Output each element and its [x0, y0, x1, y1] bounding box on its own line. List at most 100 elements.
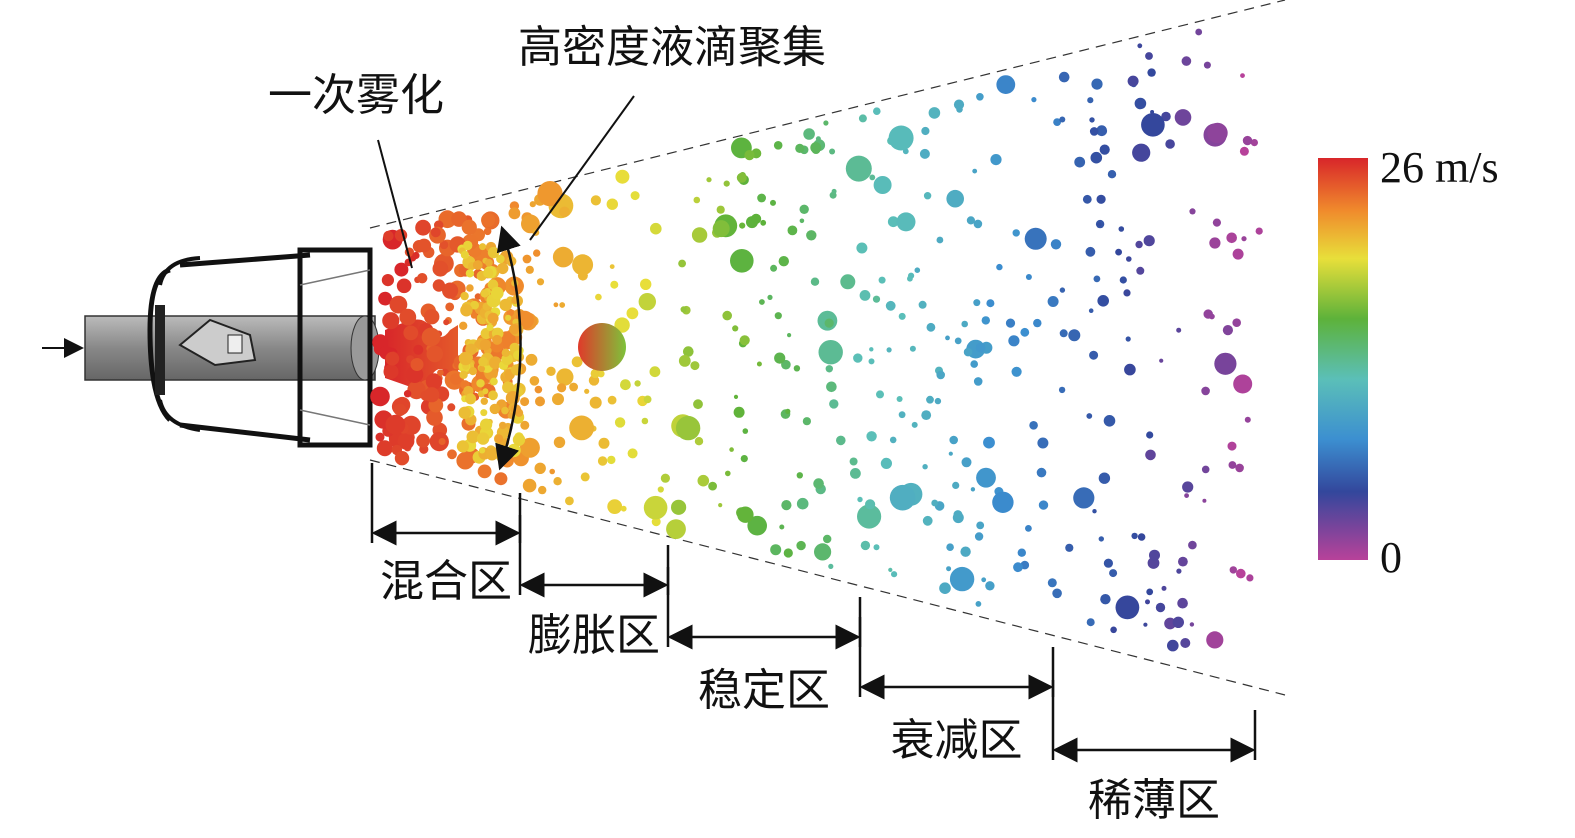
droplet — [716, 205, 725, 214]
droplet — [415, 219, 431, 236]
droplet — [970, 487, 976, 492]
droplet — [477, 464, 492, 479]
velocity-colorbar — [1318, 158, 1368, 560]
droplet — [747, 515, 767, 536]
droplet — [505, 314, 512, 321]
droplet — [584, 388, 590, 394]
droplet — [1068, 329, 1081, 342]
droplet — [456, 451, 475, 470]
droplet — [996, 263, 1003, 271]
droplet — [986, 299, 995, 308]
droplet — [866, 431, 877, 442]
droplet — [1097, 295, 1109, 307]
droplet — [615, 169, 630, 184]
droplet — [831, 188, 837, 194]
droplet — [1020, 327, 1030, 337]
droplet — [466, 430, 480, 444]
droplet — [770, 199, 776, 206]
droplet — [614, 417, 626, 428]
droplet — [460, 291, 469, 301]
droplet — [873, 176, 892, 194]
droplet — [424, 309, 440, 325]
droplet — [627, 448, 638, 459]
droplet — [873, 544, 880, 551]
droplet — [572, 254, 594, 276]
droplet — [1073, 487, 1095, 509]
droplet — [370, 386, 390, 407]
droplet — [694, 437, 704, 446]
droplet — [1098, 472, 1111, 484]
droplet — [1165, 139, 1175, 149]
large-droplet — [578, 323, 626, 371]
droplet — [799, 218, 805, 224]
droplet — [739, 335, 750, 346]
droplet — [535, 396, 545, 407]
droplet — [480, 409, 488, 417]
droplet — [956, 106, 963, 113]
droplet — [1103, 558, 1113, 568]
droplet — [708, 481, 717, 491]
droplet — [730, 248, 754, 273]
droplet — [973, 299, 981, 307]
droplet — [1137, 43, 1143, 49]
droplet — [737, 506, 754, 523]
droplet — [1255, 227, 1263, 235]
droplet — [1227, 441, 1237, 451]
droplet — [1180, 638, 1191, 648]
droplet — [1093, 275, 1101, 283]
zone-label: 膨胀区 — [528, 610, 660, 661]
colorbar-min-label: 0 — [1380, 533, 1402, 582]
droplet — [1209, 313, 1215, 320]
droplet — [1233, 374, 1253, 394]
droplet — [796, 540, 806, 551]
droplet — [651, 517, 661, 527]
droplet — [1053, 118, 1061, 126]
droplet — [486, 324, 494, 331]
droplet — [813, 478, 824, 489]
droplet — [921, 126, 930, 136]
droplet — [1058, 386, 1066, 394]
droplet — [829, 148, 836, 155]
droplet — [525, 265, 534, 274]
droplet — [1226, 232, 1237, 244]
droplet — [497, 262, 509, 275]
droplet — [480, 289, 489, 298]
droplet — [538, 485, 547, 495]
droplet — [382, 312, 400, 330]
zone-label: 衰减区 — [891, 715, 1023, 766]
droplet — [660, 473, 671, 483]
droplet — [1246, 574, 1254, 582]
droplet — [375, 432, 385, 442]
droplet — [757, 193, 766, 203]
droplet — [442, 282, 459, 299]
droplet — [1100, 594, 1111, 605]
droplet — [1172, 616, 1185, 628]
droplet — [609, 264, 615, 269]
droplet — [1195, 28, 1203, 36]
droplet — [376, 440, 393, 457]
droplet — [459, 321, 468, 330]
droplet — [607, 455, 616, 465]
droplet — [1110, 626, 1117, 634]
droplet — [850, 468, 861, 479]
droplet — [552, 393, 564, 406]
droplet — [571, 356, 583, 368]
droplet — [1146, 431, 1154, 439]
droplet — [1092, 509, 1097, 514]
droplet — [896, 212, 916, 232]
droplet — [553, 477, 562, 486]
droplet — [1134, 97, 1147, 110]
droplet — [936, 370, 945, 380]
droplet — [1119, 276, 1127, 284]
droplet — [878, 276, 886, 284]
droplet — [521, 214, 540, 234]
droplet — [421, 327, 441, 347]
droplet — [1124, 363, 1136, 376]
droplet — [426, 345, 444, 363]
droplet — [610, 280, 619, 289]
droplet — [983, 436, 995, 449]
droplet — [445, 302, 455, 312]
droplet — [693, 399, 703, 410]
